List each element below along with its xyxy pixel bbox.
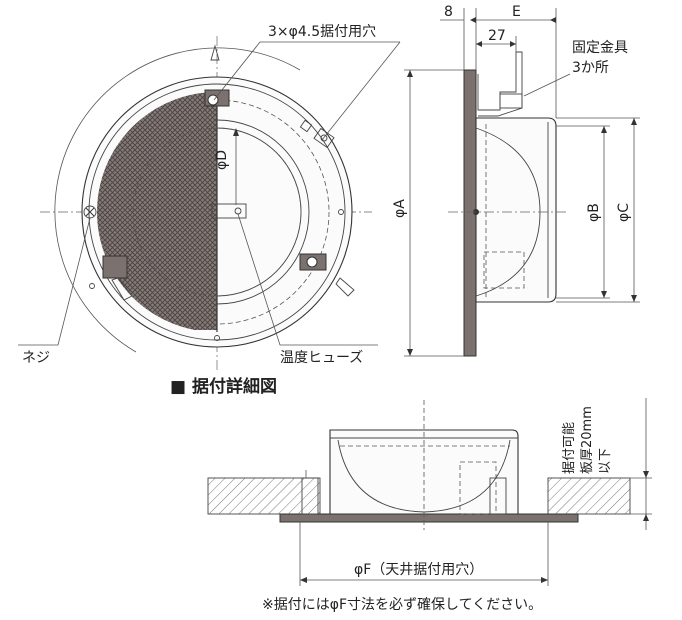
- thickness-note: 据付可能 板厚20mm 以下: [562, 406, 613, 474]
- phi-f-label: φF（天井据付用穴）: [354, 562, 483, 578]
- side-fixing-bracket: [477, 51, 523, 117]
- phi-d-label: φD: [214, 150, 230, 170]
- phi-a-label: φA: [392, 199, 408, 218]
- phi-b-label: φB: [586, 203, 602, 222]
- phi-c-label: φC: [616, 203, 632, 222]
- thickness-line2: 板厚20mm: [580, 406, 595, 474]
- installation-section: φF（天井据付用穴） 据付可能: [207, 398, 652, 586]
- holes-leader: [213, 41, 400, 101]
- section-flange: [279, 513, 579, 523]
- temperature-fuse: [211, 203, 247, 219]
- hidden-body-outline: [104, 99, 330, 325]
- fixing-label-line2: 3か所: [572, 60, 609, 76]
- holes-label: 3×φ4.5据付用穴: [268, 24, 376, 40]
- arc-dimension: [54, 47, 301, 353]
- dim-e-label: E: [512, 4, 521, 20]
- ceiling-board-left: [207, 477, 321, 515]
- dim-8-label: 8: [444, 4, 453, 20]
- mounting-hole: [338, 209, 344, 215]
- damper-outline: [216, 119, 310, 305]
- side-view: 8 E 27 固定金具 3か所 φA φB φC: [392, 4, 640, 357]
- screw-label: ネジ: [22, 350, 50, 366]
- fixing-bracket-left: [102, 255, 128, 279]
- fuse-leader: [237, 213, 378, 346]
- screw-leader: [18, 217, 91, 346]
- thickness-line3: 以下: [598, 448, 613, 474]
- fixing-label-line1: 固定金具: [572, 40, 628, 56]
- dim-27-label: 27: [488, 28, 506, 44]
- section-title: ■ 据付詳細図: [170, 376, 277, 397]
- ceiling-board-right: [547, 477, 631, 515]
- flange-inner-edge: [88, 83, 346, 341]
- thickness-line1: 据付可能: [562, 422, 577, 474]
- front-view: φD 3×φ4.5据付用穴 ネジ 温度ヒューズ: [18, 24, 401, 372]
- side-body: [475, 117, 557, 303]
- installation-note: ※据付にはφF寸法を必ず確保してください。: [262, 597, 542, 613]
- section-bracket-left: [301, 477, 319, 515]
- fuse-label: 温度ヒューズ: [280, 350, 363, 366]
